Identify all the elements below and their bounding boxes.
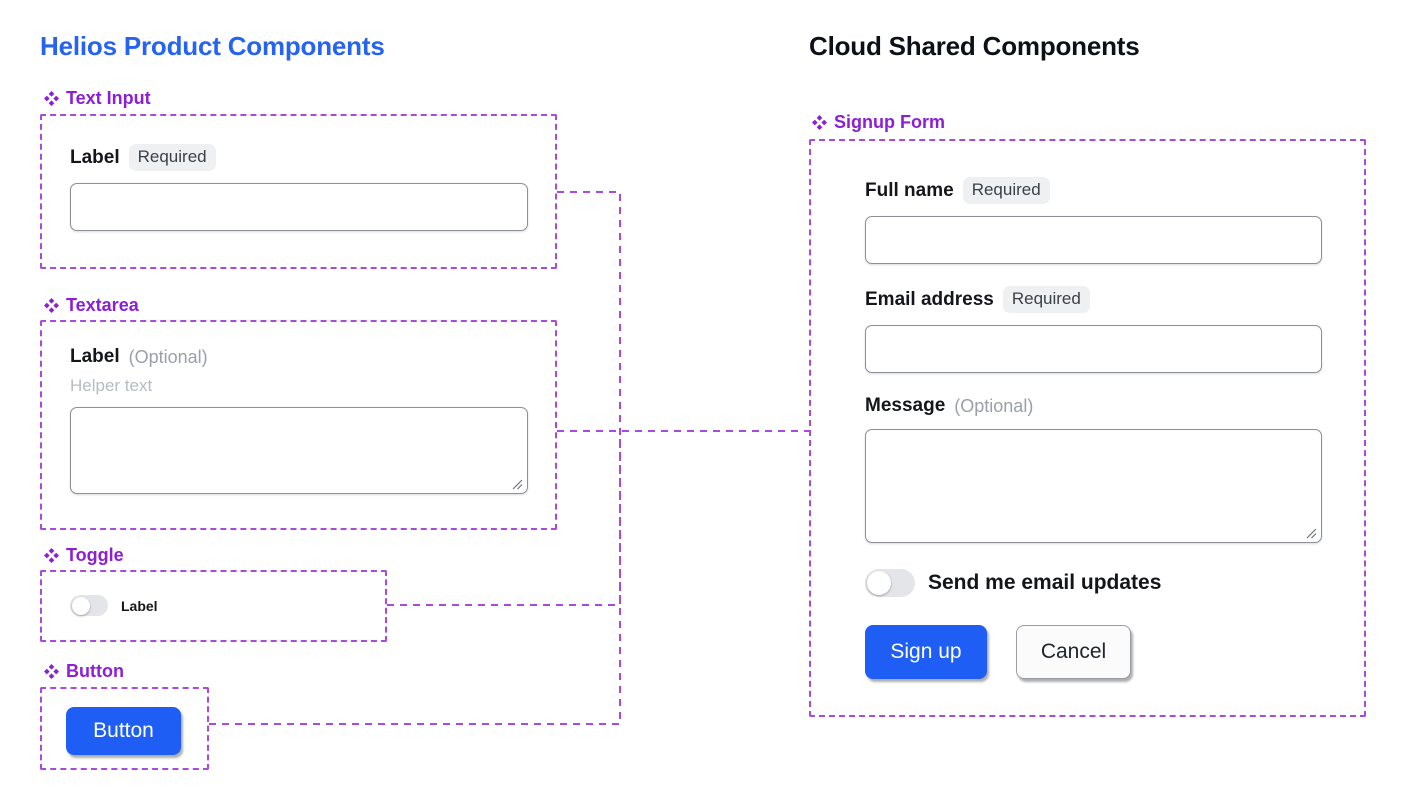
field-label: Label [70, 346, 120, 367]
group-label-textarea: Textarea [44, 295, 139, 316]
required-badge: Required [962, 177, 1050, 204]
toggle-knob [71, 596, 90, 615]
group-label-text: Toggle [66, 545, 124, 565]
diamond-cluster-icon [44, 91, 59, 106]
optional-tag: (Optional) [128, 346, 208, 367]
field-label-row: Label (Optional) [70, 346, 523, 368]
group-label-button: Button [44, 661, 124, 682]
toggle-knob [867, 571, 891, 595]
sign-up-button[interactable]: Sign up [865, 625, 987, 679]
helper-text: Helper text [70, 376, 153, 395]
email-updates-toggle[interactable] [865, 569, 915, 597]
diamond-cluster-icon [44, 664, 59, 679]
toggle-row: Label [70, 595, 385, 616]
page-title-right: Cloud Shared Components [809, 31, 1140, 61]
field-label-row-email: Email address Required [865, 286, 1318, 313]
field-label-row-message: Message (Optional) [865, 395, 1318, 417]
textarea-field[interactable] [70, 407, 528, 494]
resize-grip-icon[interactable] [509, 476, 523, 490]
group-box-textarea: Label (Optional) Helper text [40, 320, 557, 530]
demo-button[interactable]: Button [66, 707, 181, 755]
field-label: Label [70, 146, 120, 168]
group-box-button: Button [40, 687, 209, 770]
optional-tag: (Optional) [954, 395, 1034, 416]
group-label-text: Button [66, 661, 124, 681]
required-badge: Required [128, 144, 216, 171]
message-textarea[interactable] [865, 429, 1322, 543]
group-box-signup-form: Full name Required Email address Require… [809, 139, 1366, 717]
group-label-text: Textarea [66, 295, 139, 315]
group-label-text: Signup Form [834, 112, 945, 132]
group-label-signup-form: Signup Form [812, 112, 945, 133]
diamond-cluster-icon [812, 115, 827, 130]
toggle-label: Label [121, 597, 158, 614]
field-label-row: Label Required [70, 144, 523, 171]
field-label: Full name [865, 179, 954, 201]
field-label: Message [865, 395, 946, 416]
field-label-row-full-name: Full name Required [865, 177, 1318, 204]
email-input[interactable] [865, 325, 1322, 373]
group-box-toggle: Label [40, 570, 387, 642]
full-name-input[interactable] [865, 216, 1322, 264]
group-label-text-input: Text Input [44, 88, 151, 109]
toggle-row-updates: Send me email updates [865, 569, 1318, 597]
field-label: Email address [865, 288, 994, 310]
diamond-cluster-icon [44, 298, 59, 313]
group-label-toggle: Toggle [44, 545, 124, 566]
diamond-cluster-icon [44, 548, 59, 563]
form-actions: Sign up Cancel [865, 625, 1318, 679]
required-badge: Required [1002, 286, 1090, 313]
toggle-label: Send me email updates [928, 571, 1162, 594]
toggle-switch[interactable] [70, 595, 108, 616]
text-input-field[interactable] [70, 183, 528, 231]
group-label-text: Text Input [66, 88, 151, 108]
cancel-button[interactable]: Cancel [1016, 625, 1131, 679]
group-box-text-input: Label Required [40, 114, 557, 269]
page-title-left: Helios Product Components [40, 31, 385, 61]
resize-grip-icon[interactable] [1303, 525, 1317, 539]
